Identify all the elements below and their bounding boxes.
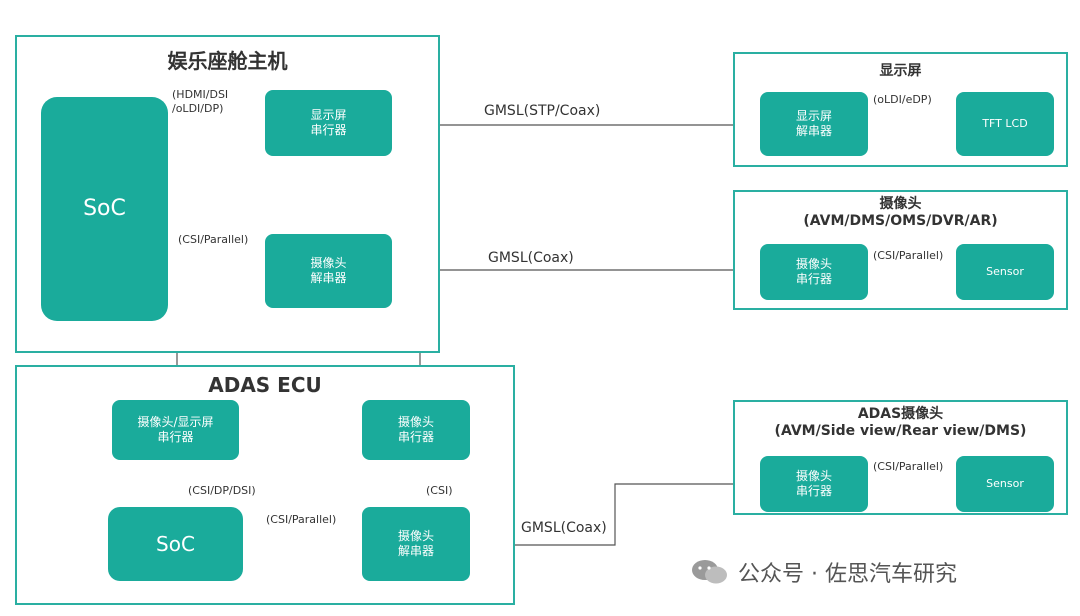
adas-ecu-title: ADAS ECU bbox=[208, 373, 322, 397]
adas-camera-deserializer-block: 摄像头 解串器 bbox=[362, 507, 470, 581]
tft-lcd-block: TFT LCD bbox=[956, 92, 1054, 156]
adas-camera-serializer-inner-block: 摄像头 串行器 bbox=[362, 400, 470, 460]
gmsl-camera-label: GMSL(Coax) bbox=[488, 250, 574, 266]
camera-link-label: (CSI/Parallel) bbox=[873, 249, 944, 262]
watermark: 公众号 · 佐思汽车研究 bbox=[690, 556, 957, 588]
adas-deser-to-soc-label: (CSI/Parallel) bbox=[266, 513, 337, 526]
adas-deser-up-label: (CSI) bbox=[426, 484, 453, 497]
infotainment-soc-block: SoC bbox=[41, 97, 168, 321]
infotainment-title: 娱乐座舱主机 bbox=[167, 49, 288, 73]
gmsl-adas-label: GMSL(Coax) bbox=[521, 520, 607, 536]
wechat-icon bbox=[692, 560, 727, 584]
display-link-label: (oLDI/eDP) bbox=[873, 93, 932, 106]
gmsl-display-label: GMSL(STP/Coax) bbox=[484, 103, 601, 119]
gmsl-adas-wire bbox=[472, 483, 760, 549]
adas-soc-up-label: (CSI/DP/DSI) bbox=[188, 484, 256, 497]
camera-serializer-block: 摄像头 串行器 bbox=[760, 244, 868, 300]
display-deserializer-block: 显示屏 解串器 bbox=[760, 92, 868, 156]
adas-camera-link-label: (CSI/Parallel) bbox=[873, 460, 944, 473]
soc-video-out-label: (HDMI/DSI /oLDI/DP) bbox=[172, 88, 229, 115]
camera-to-soc-label: (CSI/Parallel) bbox=[178, 233, 249, 246]
camera-deserializer-block: 摄像头 解串器 bbox=[265, 234, 392, 308]
adas-serializer-combo-block: 摄像头/显示屏 串行器 bbox=[112, 400, 239, 460]
display-title: 显示屏 bbox=[879, 63, 922, 79]
camera-title: 摄像头 (AVM/DMS/OMS/DVR/AR) bbox=[803, 196, 998, 229]
display-serializer-block: 显示屏 串行器 bbox=[265, 90, 392, 156]
camera-sensor-block: Sensor bbox=[956, 244, 1054, 300]
adas-camera-sensor-block: Sensor bbox=[956, 456, 1054, 512]
watermark-text: 公众号 · 佐思汽车研究 bbox=[738, 562, 957, 587]
adas-camera-title: ADAS摄像头 (AVM/Side view/Rear view/DMS) bbox=[774, 406, 1027, 439]
adas-soc-block: SoC bbox=[108, 507, 243, 581]
adas-camera-serializer-block: 摄像头 串行器 bbox=[760, 456, 868, 512]
